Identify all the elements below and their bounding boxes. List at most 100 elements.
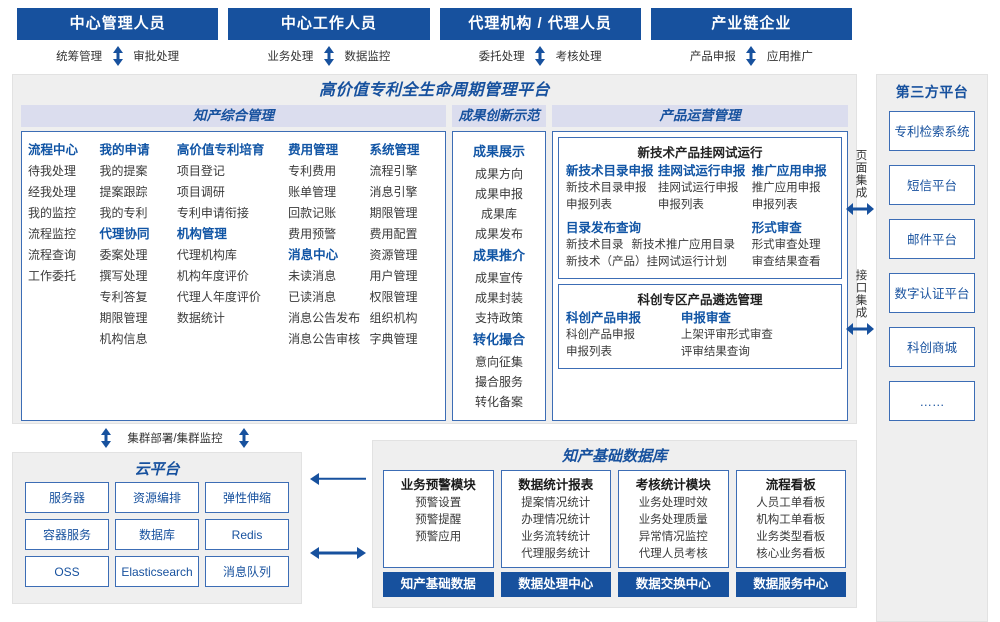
menu-item[interactable]: 我的专利: [99, 206, 148, 220]
menu-item[interactable]: 撮合服务: [474, 375, 523, 389]
menu-item[interactable]: 委案处理: [99, 248, 148, 262]
menu-item[interactable]: 消息公告发布: [288, 311, 361, 325]
menu-item[interactable]: 账单管理: [288, 185, 337, 199]
menu-item[interactable]: 数据统计: [176, 311, 225, 325]
menu-item[interactable]: 成果申报: [474, 187, 523, 201]
database-card-item[interactable]: 预警应用: [415, 531, 462, 543]
menu-item[interactable]: 已读消息: [288, 290, 337, 304]
menu-item[interactable]: 回款记账: [288, 206, 337, 220]
third-party-item[interactable]: ……: [889, 381, 975, 421]
menu-item[interactable]: 新技术（产品）挂网试运行计划: [566, 256, 727, 268]
database-card-item[interactable]: 业务处理质量: [638, 514, 708, 526]
menu-item[interactable]: 期限管理: [99, 311, 148, 325]
cloud-cell[interactable]: 服务器: [25, 482, 109, 513]
menu-item[interactable]: 申报列表: [751, 199, 798, 211]
third-party-item[interactable]: 数字认证平台: [889, 273, 975, 313]
menu-item[interactable]: 意向征集: [474, 355, 523, 369]
menu-item[interactable]: 经我处理: [28, 185, 77, 199]
third-party-item[interactable]: 专利检索系统: [889, 111, 975, 151]
menu-item[interactable]: 申报列表: [657, 199, 704, 211]
menu-item[interactable]: 推广应用申报: [751, 182, 821, 194]
database-card-item[interactable]: 预警设置: [415, 497, 462, 509]
menu-item[interactable]: 评审结果查询: [680, 346, 750, 358]
menu-item[interactable]: 权限管理: [369, 290, 418, 304]
menu-item[interactable]: 申报列表: [566, 199, 612, 211]
menu-item[interactable]: 科创产品申报: [566, 329, 635, 341]
database-card-item[interactable]: 异常情况监控: [638, 531, 708, 543]
menu-item[interactable]: 资源管理: [369, 248, 418, 262]
group-title: 我的申请: [99, 143, 150, 157]
role-title: 中心工作人员: [228, 8, 430, 40]
database-footer-button[interactable]: 数据服务中心: [735, 572, 846, 597]
menu-item[interactable]: 成果库: [480, 207, 517, 221]
menu-item[interactable]: 流程查询: [28, 248, 77, 262]
menu-item[interactable]: 转化备案: [474, 395, 523, 409]
cloud-cell[interactable]: Redis: [205, 519, 289, 550]
menu-item[interactable]: 成果宣传: [474, 271, 523, 285]
database-card-item[interactable]: 业务类型看板: [756, 531, 826, 543]
database-footer-button[interactable]: 知产基础数据: [383, 572, 494, 597]
database-card-item[interactable]: 提案情况统计: [521, 497, 591, 509]
menu-item[interactable]: 我的监控: [28, 206, 77, 220]
database-card-item[interactable]: 代理服务统计: [521, 548, 591, 560]
menu-item[interactable]: 成果方向: [474, 167, 523, 181]
database-card-item[interactable]: 代理人员考核: [638, 548, 708, 560]
database-card-item[interactable]: 业务处理时效: [638, 497, 708, 509]
cloud-cell[interactable]: 资源编排: [115, 482, 199, 513]
database-card-item[interactable]: 核心业务看板: [756, 548, 826, 560]
menu-item[interactable]: 工作委托: [28, 269, 77, 283]
menu-item[interactable]: 机构信息: [99, 332, 148, 346]
menu-item[interactable]: 流程监控: [28, 227, 77, 241]
cloud-cell[interactable]: 消息队列: [205, 556, 289, 587]
menu-item[interactable]: 费用预警: [288, 227, 337, 241]
menu-item[interactable]: 代理机构库: [176, 248, 237, 262]
database-card-item[interactable]: 预警提醒: [415, 514, 462, 526]
menu-item[interactable]: 专利费用: [288, 164, 337, 178]
database-card-item[interactable]: 办理情况统计: [521, 514, 591, 526]
menu-item[interactable]: 项目登记: [176, 164, 225, 178]
menu-item[interactable]: 流程引擎: [369, 164, 418, 178]
role-action-label: 应用推广: [766, 51, 813, 63]
menu-item[interactable]: 撰写处理: [99, 269, 148, 283]
menu-item[interactable]: 代理人年度评价: [176, 290, 261, 304]
third-party-item[interactable]: 短信平台: [889, 165, 975, 205]
database-card-item[interactable]: 机构工单看板: [756, 514, 826, 526]
database-footer-button[interactable]: 数据交换中心: [618, 572, 729, 597]
third-party-item[interactable]: 邮件平台: [889, 219, 975, 259]
menu-item[interactable]: 新技术推广应用目录: [631, 239, 736, 251]
menu-item[interactable]: 未读消息: [288, 269, 337, 283]
database-footer-button[interactable]: 数据处理中心: [500, 572, 611, 597]
menu-item[interactable]: 字典管理: [369, 332, 418, 346]
menu-item[interactable]: 专利申请衔接: [176, 206, 249, 220]
menu-item[interactable]: 消息公告审核: [288, 332, 361, 346]
menu-item[interactable]: 挂网试运行申报: [657, 182, 739, 194]
menu-item[interactable]: 组织机构: [369, 311, 418, 325]
menu-item[interactable]: 申报列表: [566, 346, 612, 358]
menu-item[interactable]: 审查结果查看: [751, 256, 821, 268]
menu-item[interactable]: 成果封装: [474, 291, 523, 305]
menu-item[interactable]: 上架评审形式审查: [680, 329, 773, 341]
menu-item[interactable]: 待我处理: [28, 164, 77, 178]
menu-item[interactable]: 支持政策: [474, 311, 523, 325]
menu-item[interactable]: 成果发布: [474, 227, 523, 241]
cloud-cell[interactable]: 容器服务: [25, 519, 109, 550]
menu-item[interactable]: 新技术目录: [566, 239, 624, 251]
menu-item[interactable]: 用户管理: [369, 269, 418, 283]
cloud-cell[interactable]: 数据库: [115, 519, 199, 550]
menu-item[interactable]: 新技术目录申报: [566, 182, 647, 194]
third-party-item[interactable]: 科创商城: [889, 327, 975, 367]
menu-item[interactable]: 消息引擎: [369, 185, 418, 199]
menu-item[interactable]: 专利答复: [99, 290, 148, 304]
cloud-cell[interactable]: OSS: [25, 556, 109, 587]
menu-item[interactable]: 费用配置: [369, 227, 418, 241]
menu-item[interactable]: 机构年度评价: [176, 269, 249, 283]
menu-item[interactable]: 项目调研: [176, 185, 225, 199]
database-card-item[interactable]: 人员工单看板: [756, 497, 826, 509]
menu-item[interactable]: 期限管理: [369, 206, 418, 220]
menu-item[interactable]: 形式审查处理: [751, 239, 821, 251]
menu-item[interactable]: 我的提案: [99, 164, 148, 178]
database-card-item[interactable]: 业务流转统计: [521, 531, 591, 543]
cloud-cell[interactable]: Elasticsearch: [115, 556, 199, 587]
cloud-cell[interactable]: 弹性伸缩: [205, 482, 289, 513]
menu-item[interactable]: 提案跟踪: [99, 185, 148, 199]
